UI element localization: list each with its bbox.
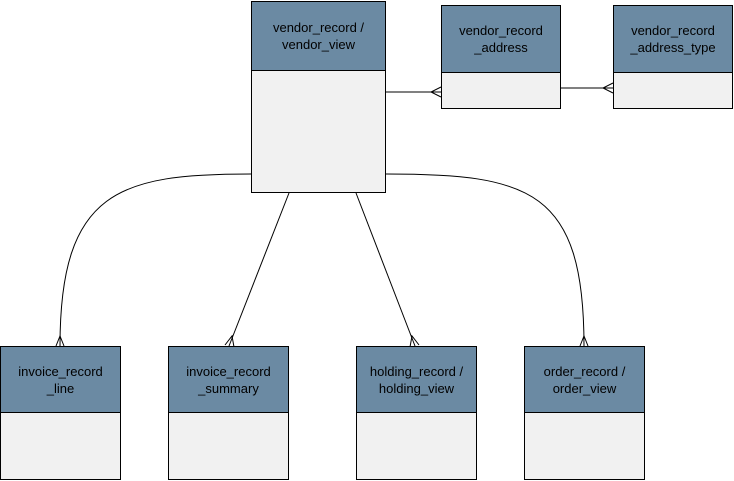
entity-order-record[interactable]: order_record / order_view bbox=[524, 346, 645, 480]
entity-vendor-record[interactable]: vendor_record / vendor_view bbox=[251, 1, 386, 193]
relationship-address-to-address-type bbox=[560, 82, 614, 94]
entity-title: invoice_record _summary bbox=[186, 363, 271, 396]
crowfoot-many-marker bbox=[579, 334, 589, 347]
entity-holding-record[interactable]: holding_record / holding_view bbox=[356, 346, 477, 480]
entity-header: invoice_record _line bbox=[1, 347, 120, 413]
entity-title: invoice_record _line bbox=[18, 363, 103, 396]
relationship-vendor-to-holding bbox=[355, 192, 420, 348]
crowfoot-many-marker bbox=[55, 334, 65, 347]
crowfoot-many-marker bbox=[224, 334, 235, 348]
entity-invoice-record-line[interactable]: invoice_record _line bbox=[0, 346, 121, 480]
entity-header: vendor_record _address_type bbox=[614, 6, 732, 73]
relationship-vendor-to-order bbox=[385, 173, 589, 347]
entity-title: vendor_record _address_type bbox=[630, 23, 716, 55]
entity-header: vendor_record _address bbox=[442, 6, 560, 73]
entity-title: order_record / order_view bbox=[543, 363, 626, 396]
entity-vendor-record-address-type[interactable]: vendor_record _address_type bbox=[613, 5, 733, 109]
crowfoot-many-marker bbox=[601, 82, 614, 94]
crowfoot-many-marker bbox=[409, 334, 420, 348]
entity-header: order_record / order_view bbox=[525, 347, 644, 413]
entity-invoice-record-summary[interactable]: invoice_record _summary bbox=[168, 346, 289, 480]
relationship-vendor-to-invoice-line bbox=[55, 173, 252, 347]
relationship-vendor-to-address bbox=[386, 86, 442, 98]
crowfoot-many-marker bbox=[429, 86, 442, 98]
entity-title: holding_record / holding_view bbox=[369, 363, 464, 396]
entity-title: vendor_record _address bbox=[459, 23, 543, 55]
relationship-vendor-to-invoice-summary bbox=[224, 192, 290, 348]
entity-title: vendor_record / vendor_view bbox=[272, 20, 365, 52]
entity-header: holding_record / holding_view bbox=[357, 347, 476, 413]
entity-header: invoice_record _summary bbox=[169, 347, 288, 413]
entity-vendor-record-address[interactable]: vendor_record _address bbox=[441, 5, 561, 109]
entity-header: vendor_record / vendor_view bbox=[252, 2, 385, 71]
